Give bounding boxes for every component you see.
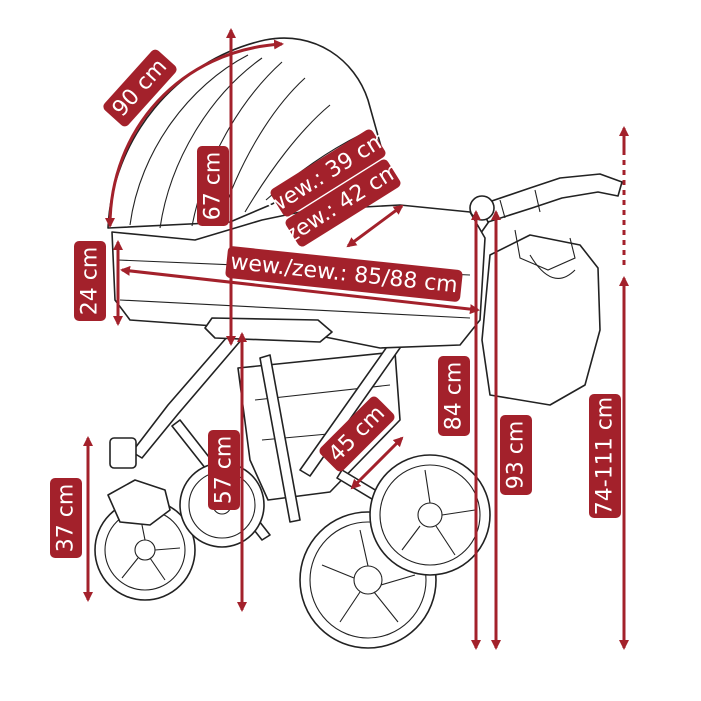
svg-text:24 cm: 24 cm [78, 247, 103, 316]
rear-wheel-back [369, 454, 491, 576]
stroller-drawing [94, 37, 623, 649]
dimension-lines [83, 28, 629, 650]
svg-text:93 cm: 93 cm [504, 421, 529, 490]
label-carrycot-height: 67 cm [197, 146, 229, 226]
changing-bag [481, 234, 601, 406]
width-arrow [346, 204, 404, 248]
basket-depth-arrow [350, 436, 404, 490]
svg-text:67 cm: 67 cm [201, 152, 226, 221]
svg-text:37 cm: 37 cm [54, 484, 79, 553]
svg-text:74-111 cm: 74-111 cm [593, 397, 618, 515]
hood-arc-arrow [105, 39, 284, 228]
handlebar [479, 173, 623, 223]
label-carrycot-depth: 24 cm [74, 241, 106, 321]
label-seat-frame-height: 57 cm [208, 430, 240, 510]
label-handle-adjust: 74-111 cm [589, 394, 621, 518]
label-handle-high: 93 cm [500, 415, 532, 495]
label-handle-low: 84 cm [438, 356, 470, 436]
label-front-wheel-height: 37 cm [50, 478, 82, 558]
svg-text:84 cm: 84 cm [442, 362, 467, 431]
svg-text:57 cm: 57 cm [212, 436, 237, 505]
carrycot-length-arrow [120, 265, 480, 315]
